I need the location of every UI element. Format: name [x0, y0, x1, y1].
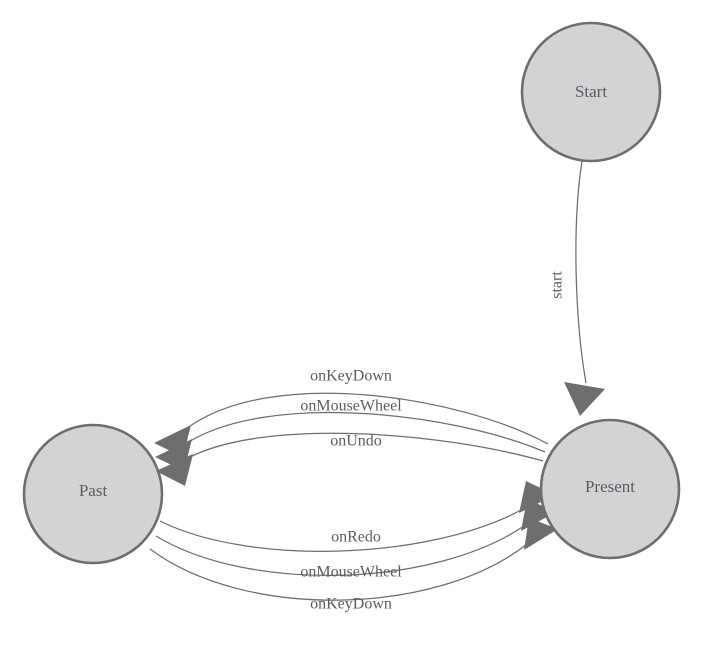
node-past-circle — [22, 423, 164, 565]
edge-label-past-present-onredo: onRedo — [331, 529, 381, 546]
node-past-label: Past — [79, 481, 108, 500]
edge-label-past-present-onmousewheel: onMouseWheel — [300, 564, 402, 581]
edge-start-to-present[interactable]: start — [549, 160, 605, 416]
node-present-label: Present — [585, 477, 635, 496]
edge-past-to-present-onredo-path — [159, 508, 524, 552]
edge-start-to-present-arrowhead — [564, 382, 605, 416]
node-start[interactable]: Start — [520, 21, 662, 163]
edge-present-to-past-onmousewheel-path — [186, 411, 546, 453]
edge-label-past-present-onkeydown: onKeyDown — [310, 596, 392, 613]
edge-past-to-present-onredo[interactable]: onRedo — [159, 481, 555, 552]
edge-past-to-present-onkeydown-arrowhead — [524, 518, 558, 550]
node-present-circle — [539, 418, 681, 560]
edge-label-present-past-onundo: onUndo — [330, 433, 382, 450]
edge-label-start: start — [549, 271, 566, 299]
edge-present-to-past-onundo-path — [187, 432, 544, 462]
node-start-label: Start — [575, 82, 607, 101]
node-present[interactable]: Present — [539, 418, 681, 560]
edge-present-to-past-onundo[interactable]: onUndo — [156, 432, 544, 486]
edge-present-to-past-onundo-arrowhead — [156, 454, 193, 486]
edge-label-present-past-onmousewheel: onMouseWheel — [300, 398, 402, 415]
edge-label-present-past-onkeydown: onKeyDown — [310, 368, 392, 385]
node-past[interactable]: Past — [22, 423, 164, 565]
edge-start-to-present-path — [575, 160, 587, 384]
edge-past-to-present-onmousewheel-path — [155, 525, 525, 577]
node-start-circle — [520, 21, 662, 163]
edge-past-to-present-onkeydown[interactable]: onKeyDown — [149, 518, 558, 613]
edge-present-to-past-onkeydown-path — [185, 392, 549, 445]
edge-past-to-present-onkeydown-path — [149, 543, 528, 601]
